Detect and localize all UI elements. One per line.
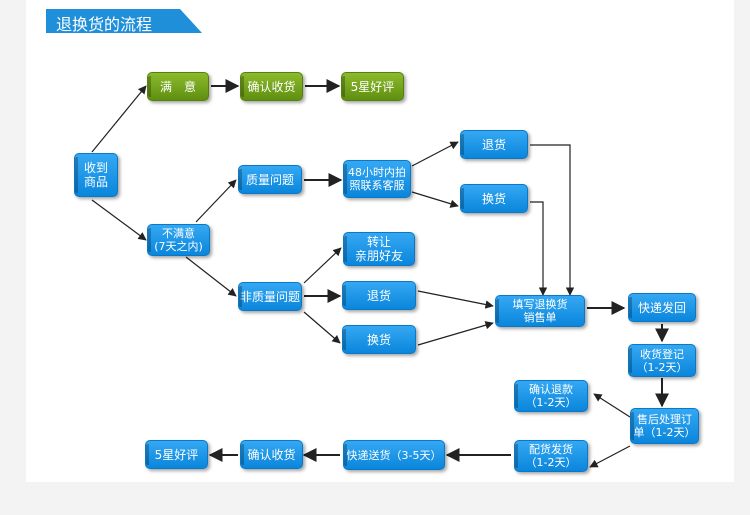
arrow-returnq-fill: [530, 144, 575, 296]
node-review-bottom: 5星好评: [145, 440, 208, 469]
node-confirm-refund: 确认退款 （1-2天）: [514, 380, 588, 412]
node-after-sales: 售后处理订 单（1-2天）: [630, 408, 699, 444]
node-confirm-top: 确认收货: [240, 72, 303, 101]
node-dispatch: 配货发货 （1-2天）: [514, 440, 588, 472]
arrow-photo-exchange: [411, 191, 459, 208]
node-fill-form: 填写退换货 销售单: [495, 295, 585, 327]
node-satisfied: 满 意: [147, 72, 209, 101]
arrow-receive-satisfied: [91, 85, 147, 153]
node-receipt-register: 收货登记 （1-2天）: [628, 344, 696, 377]
node-exchange-quality: 换货: [460, 184, 528, 213]
page-title: 退换货的流程: [56, 15, 153, 34]
node-unsatisfied: 不满意 (7天之内): [147, 224, 210, 256]
node-transfer: 转让 亲朋好友: [343, 232, 415, 266]
arrow-aftersales-dispatch: [589, 445, 631, 468]
node-non-quality: 非质量问题: [238, 282, 302, 311]
node-return-nonquality: 退货: [342, 281, 416, 310]
arrow-nonquality-transfer: [303, 247, 342, 284]
arrow-unsatisfied-nonquality: [185, 256, 237, 297]
node-photo-48h: 48小时内拍 照联系客服: [343, 160, 411, 198]
node-return-quality: 退货: [460, 130, 528, 159]
node-confirm-bottom: 确认收货: [240, 440, 303, 469]
arrow-photo-return: [411, 141, 459, 167]
title-banner: 退换货的流程: [46, 9, 202, 34]
page-footer: [0, 482, 750, 515]
node-receive: 收到 商品: [74, 153, 118, 197]
node-express-send: 快递送货（3-5天）: [343, 440, 445, 470]
arrow-exchangeq-fill: [530, 201, 548, 296]
arrow-nonquality-exchange: [303, 311, 341, 344]
arrow-exchange-fill: [417, 321, 494, 346]
title-banner-shape: [46, 9, 202, 33]
node-exchange-nonquality: 换货: [342, 325, 416, 354]
arrow-aftersales-refund: [593, 393, 631, 418]
arrow-return-fill: [417, 290, 494, 309]
node-quality-issue: 质量问题: [238, 165, 302, 194]
node-review-top: 5星好评: [341, 72, 404, 101]
arrow-unsatisfied-quality: [195, 179, 237, 223]
arrow-receive-unsatisfied: [91, 199, 147, 241]
node-express-back: 快递发回: [628, 293, 696, 322]
